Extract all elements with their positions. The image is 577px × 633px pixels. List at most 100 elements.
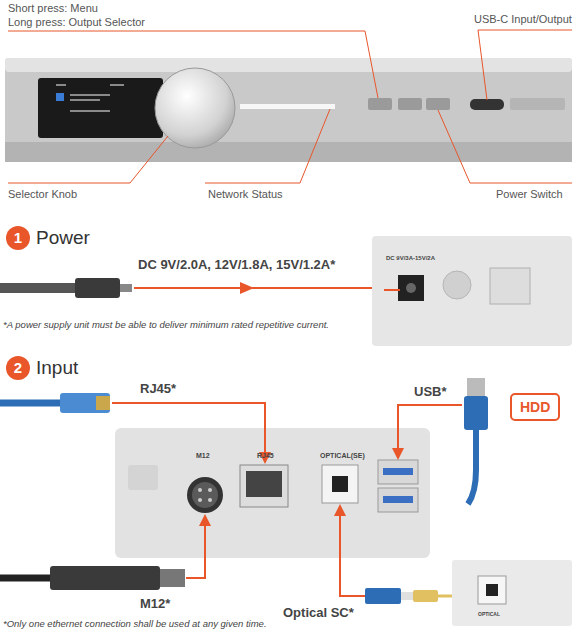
optical-port-inner [486,584,498,596]
rj45-port-inner [246,471,282,497]
annotation-label: *A power supply unit must be able to del… [3,320,329,331]
menu-button [368,98,392,110]
section-title: Input [36,357,78,379]
annotation-label: USB-C Input/Output [474,13,572,26]
annotation-label: OPTICAL(SE) [320,452,365,460]
rear-panel [115,428,430,558]
rj45-port [490,268,530,304]
arrow-head [334,504,346,516]
device-label: HDD [520,399,550,415]
usb-port-inner [383,468,413,475]
m12-pin [198,498,202,502]
optical-port [322,465,358,503]
annotation-label: Power Switch [496,188,563,201]
annotation-label: DC 9V/2.0A, 12V/1.8A, 15V/1.2A* [138,258,335,273]
screen-line [70,99,100,101]
network-status-light [240,104,335,109]
section-title: Power [36,227,90,249]
rj45-plug [60,393,110,413]
usb-port-inner [383,496,413,503]
rj45-contacts [96,396,110,410]
m12-thread [160,569,185,587]
arrow-head [199,514,211,526]
annotation-label: Short press: Menu [8,2,98,15]
leader-line [205,109,330,183]
connection-arrow [186,520,205,578]
arrow-head [392,448,404,460]
optical-port [478,576,506,604]
connection-arrow [398,405,462,454]
m12-cable [0,575,52,582]
connection-arrow [340,510,365,596]
leader-line [438,110,572,183]
sc-boot [413,590,438,602]
display-screen [38,78,163,138]
annotation-label: Network Status [208,188,283,201]
power-cable [0,283,75,293]
m12-port [187,477,223,513]
rear-panel-detail [452,560,572,626]
dc-plug-tip [120,284,132,292]
callout-number: 2 [6,356,30,380]
sc-connector [365,588,401,604]
leader-line [8,136,168,183]
dc-plug [75,278,120,298]
connection-arrow [384,289,400,291]
section-heading: 2 Input [6,356,78,380]
sc-ferrule [401,592,413,600]
usb-plug-metal [467,378,485,396]
m12-port-inner [192,482,218,508]
rear-panel [372,236,572,346]
rj45-port [240,465,288,507]
hdd-icon: HDD [510,393,560,421]
annotation-label: RJ45 [257,452,274,460]
leader-line [8,31,378,98]
ethernet-cable [0,400,62,407]
selector-knob [155,68,235,148]
device-body [5,58,572,162]
m12-pin [198,488,202,492]
callout-number: 1 [6,226,30,250]
annotation-label: RJ45* [140,382,176,397]
arrow-head [240,282,254,294]
button [398,98,422,110]
usb-c-port [470,99,504,110]
connection-arrow [112,403,265,458]
screen-line [70,94,110,96]
connection-arrow [134,287,386,289]
panel-slot [510,98,565,110]
annotation-label: M12* [140,597,170,612]
optical-port-inner [332,476,348,492]
leader-line [478,30,572,100]
usb-port [378,460,418,484]
dc-jack-ghost [128,465,158,490]
annotation-label: DC 9V/3A-15V/2A [386,255,435,262]
m12-plug [50,566,160,590]
dc-jack-pin [406,283,416,293]
power-button [426,98,450,110]
screen-line [56,84,66,86]
usb-port [378,488,418,512]
annotation-label: Long press: Output Selector [8,16,145,29]
annotation-label: M12 [196,452,210,460]
usb-plug [464,396,488,430]
device-top [5,58,572,72]
m12-pin [208,488,212,492]
m12-pin [208,498,212,502]
annotation-label: Selector Knob [8,188,77,201]
annotation-label: OPTICAL [478,612,500,618]
section-heading: 1 Power [6,226,90,250]
annotation-label: *Only one ethernet connection shall be u… [3,619,267,630]
usb-cable [468,430,476,504]
panel-button [443,271,471,299]
annotation-label: Optical SC* [283,606,354,621]
screen-icon [56,93,64,101]
device-base [5,142,572,162]
screen-line [70,110,110,112]
optical-fiber [438,595,452,598]
annotation-label: USB* [414,385,447,400]
screen-line [110,84,124,86]
dc-jack [398,275,424,301]
